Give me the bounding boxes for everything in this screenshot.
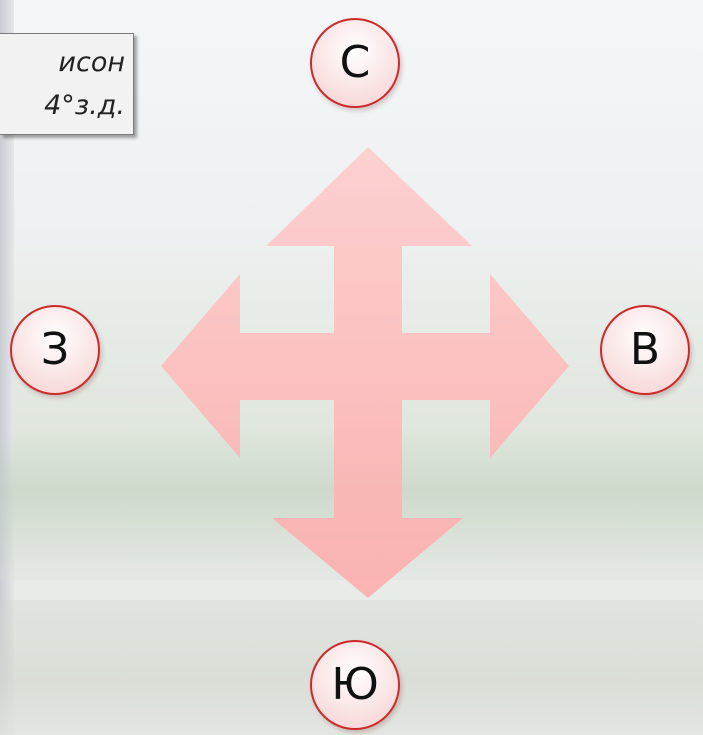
direction-west-label: З xyxy=(41,328,69,372)
direction-west: З xyxy=(10,305,100,395)
direction-north: С xyxy=(310,18,400,108)
direction-north-label: С xyxy=(340,41,371,85)
direction-east-label: В xyxy=(630,328,660,372)
direction-east: В xyxy=(600,305,690,395)
direction-south-label: Ю xyxy=(331,663,379,707)
four-way-arrow-shape xyxy=(161,147,569,598)
direction-south: Ю xyxy=(310,640,400,730)
